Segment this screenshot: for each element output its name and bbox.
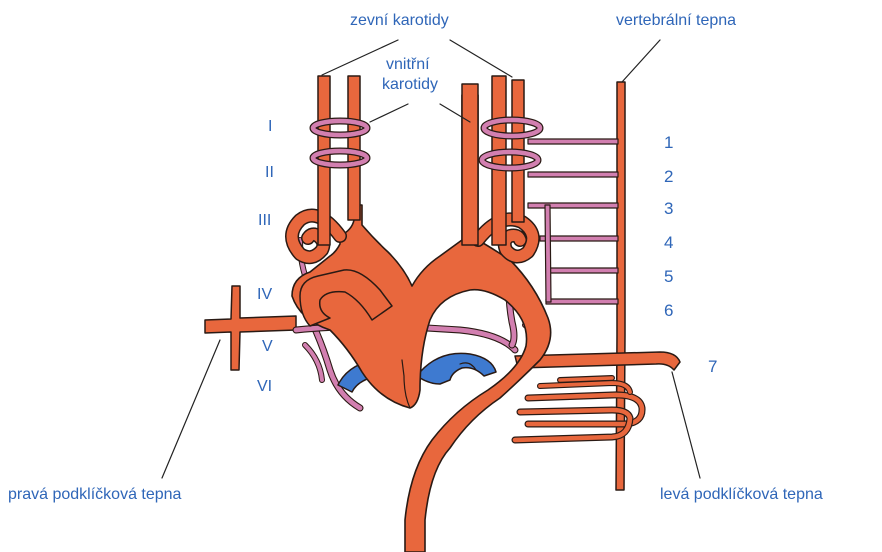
arch-label-iv: IV <box>257 286 272 304</box>
internal-carotids-label-line2: karotidy <box>382 76 438 94</box>
right-subclavian-label: pravá podklíčková tepna <box>8 486 181 504</box>
arch-label-i: I <box>268 118 272 136</box>
arch-label-v: V <box>262 338 273 356</box>
segment-label-1: 1 <box>664 134 673 152</box>
left-subclavian-label: levá podklíčková tepna <box>660 486 823 504</box>
segment-label-3: 3 <box>664 200 673 218</box>
external-carotids-label: zevní karotidy <box>350 12 449 30</box>
right-subclavian-artery <box>205 286 296 370</box>
segment-label-7: 7 <box>708 358 717 376</box>
internal-carotids-label-line1: vnitřní <box>386 56 430 74</box>
arch-label-vi: VI <box>257 378 272 396</box>
segment-label-2: 2 <box>664 168 673 186</box>
left-subclavian-artery <box>515 352 680 440</box>
carotid-columns <box>318 76 524 245</box>
vertebral-artery-label: vertebrální tepna <box>616 12 736 30</box>
arch-label-ii: II <box>265 164 274 182</box>
right-carotid-arch-curl <box>292 216 340 258</box>
segment-label-4: 4 <box>664 234 673 252</box>
segment-label-5: 5 <box>664 268 673 286</box>
vessel-drawing <box>162 40 700 552</box>
arch-label-iii: III <box>258 212 271 230</box>
segment-label-6: 6 <box>664 302 673 320</box>
intersegmental-arteries <box>528 139 618 304</box>
